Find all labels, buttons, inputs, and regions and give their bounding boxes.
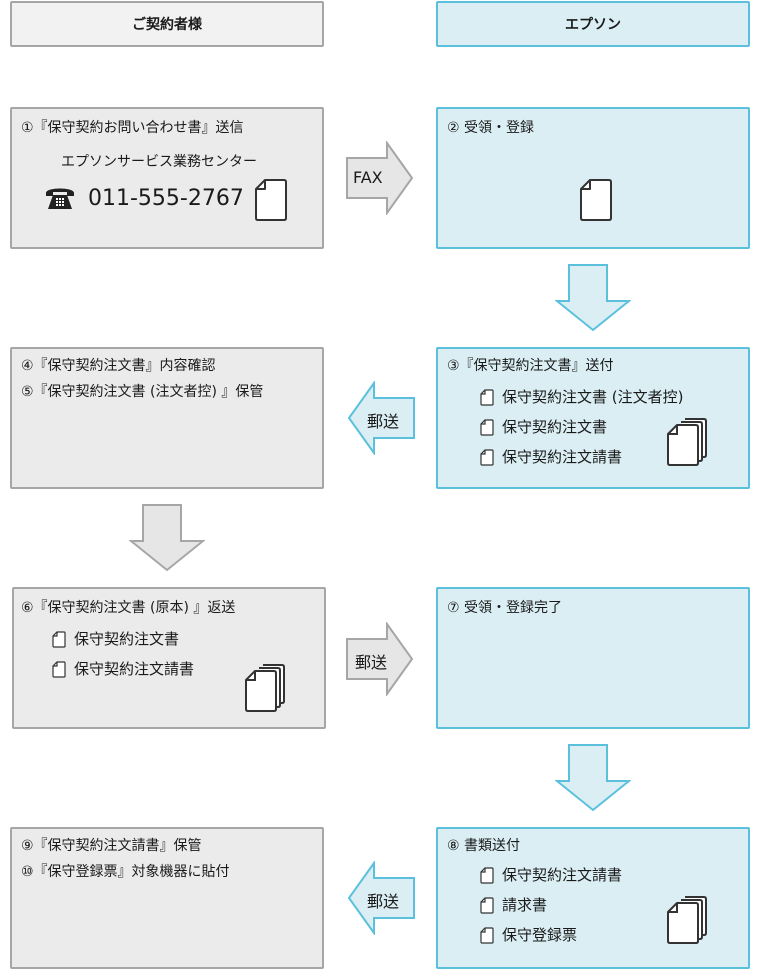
step-3-document-1: 保守契約注文書 (注文者控)	[480, 387, 683, 407]
step-6-document-2-label: 保守契約注文請書	[74, 660, 195, 678]
mail-arrow-8-to-9-label: 郵送	[367, 892, 400, 911]
small-document-icon	[480, 418, 494, 436]
step-6-document-1: 保守契約注文書	[52, 629, 179, 649]
epson-column-header: エプソン	[436, 1, 750, 47]
small-document-icon	[480, 896, 494, 914]
step-6-box: ⑥『保守契約注文書 (原本) 』返送 保守契約注文書 保守契約注文請書	[12, 587, 326, 729]
step-3-document-1-label: 保守契約注文書 (注文者控)	[502, 388, 684, 406]
small-document-icon	[480, 448, 494, 466]
step-8-box: ⑧ 書類送付 保守契約注文請書 請求書 保守登録票	[436, 827, 750, 969]
step-3-document-3-label: 保守契約注文請書	[502, 448, 623, 466]
step-6-document-1-label: 保守契約注文書	[74, 630, 180, 648]
step-2-title: ② 受領・登録	[447, 120, 535, 136]
step-3-title: ③『保守契約注文書』送付	[447, 358, 614, 374]
small-document-icon	[52, 630, 66, 648]
step-2-box: ② 受領・登録	[436, 107, 750, 249]
mail-arrow-8-to-9	[347, 861, 415, 935]
customer-header-label: ご契約者様	[132, 17, 202, 33]
document-stack-icon	[244, 663, 288, 717]
small-document-icon	[480, 926, 494, 944]
step-8-document-2: 請求書	[480, 895, 547, 915]
epson-header-label: エプソン	[565, 17, 621, 33]
mail-arrow-6-to-7	[346, 622, 414, 696]
down-arrow-2-to-3	[555, 264, 631, 332]
small-document-icon	[480, 866, 494, 884]
step-8-title: ⑧ 書類送付	[447, 838, 521, 854]
down-arrow-7-to-8	[555, 744, 631, 812]
small-document-icon	[52, 660, 66, 678]
step-4-title: ④『保守契約注文書』内容確認	[21, 358, 216, 374]
step-3-document-3: 保守契約注文請書	[480, 447, 622, 467]
step-3-document-2-label: 保守契約注文書	[502, 418, 608, 436]
service-center-name: エプソンサービス業務センター	[61, 154, 257, 170]
fax-arrow	[346, 141, 414, 215]
document-icon	[579, 178, 613, 226]
step-7-title: ⑦ 受領・登録完了	[447, 600, 563, 616]
step-9-title: ⑨『保守契約注文請書』保管	[21, 838, 202, 854]
step-8-document-1-label: 保守契約注文請書	[502, 866, 623, 884]
step-1-box: ①『保守契約お問い合わせ書』送信 エプソンサービス業務センター 011-555-…	[10, 107, 324, 249]
phone-number: 011-555-2767	[88, 186, 244, 211]
step-10-title: ⑩『保守登録票』対象機器に貼付	[21, 864, 230, 880]
step-3-box: ③『保守契約注文書』送付 保守契約注文書 (注文者控) 保守契約注文書 保守契約…	[436, 347, 750, 489]
telephone-icon	[44, 185, 76, 215]
down-arrow-5-to-6	[129, 504, 205, 572]
step-8-document-1: 保守契約注文請書	[480, 865, 622, 885]
step-1-title: ①『保守契約お問い合わせ書』送信	[21, 120, 244, 136]
document-icon	[254, 178, 288, 226]
customer-column-header: ご契約者様	[10, 1, 324, 47]
step-5-title: ⑤『保守契約注文書 (注文者控) 』保管	[21, 384, 264, 400]
small-document-icon	[480, 388, 494, 406]
step-9-10-box: ⑨『保守契約注文請書』保管 ⑩『保守登録票』対象機器に貼付	[10, 827, 324, 969]
step-3-document-2: 保守契約注文書	[480, 417, 607, 437]
step-8-document-3-label: 保守登録票	[502, 926, 578, 944]
step-8-document-3: 保守登録票	[480, 925, 577, 945]
document-stack-icon	[666, 895, 710, 949]
mail-arrow-3-to-4	[347, 381, 415, 455]
document-stack-icon	[666, 417, 710, 471]
step-4-5-box: ④『保守契約注文書』内容確認 ⑤『保守契約注文書 (注文者控) 』保管	[10, 347, 324, 489]
step-6-document-2: 保守契約注文請書	[52, 659, 194, 679]
step-7-box: ⑦ 受領・登録完了	[436, 587, 750, 729]
mail-arrow-6-to-7-label: 郵送	[355, 653, 388, 672]
mail-arrow-3-to-4-label: 郵送	[367, 412, 400, 431]
step-6-title: ⑥『保守契約注文書 (原本) 』返送	[21, 600, 236, 616]
step-8-document-2-label: 請求書	[502, 896, 548, 914]
fax-arrow-label: FAX	[353, 168, 383, 187]
